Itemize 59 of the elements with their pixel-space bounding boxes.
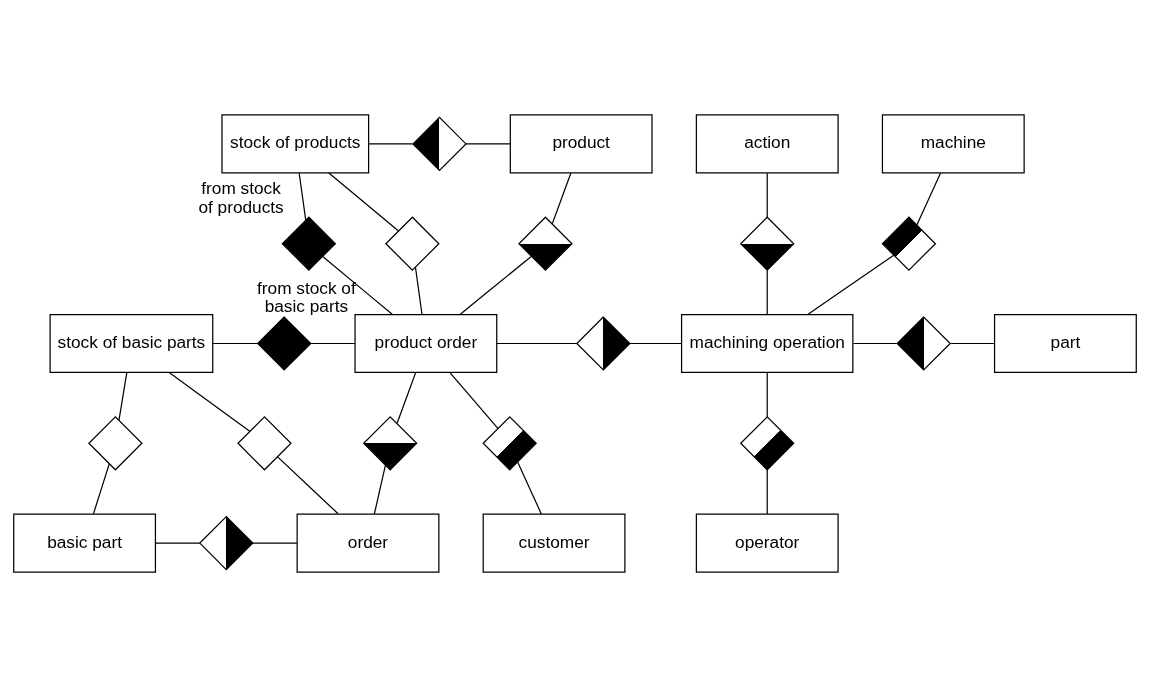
connector <box>277 455 339 514</box>
node-diamond <box>482 415 538 471</box>
connector <box>517 460 542 515</box>
connector <box>496 342 578 344</box>
node-diamond <box>576 315 631 371</box>
node-diamond <box>518 215 573 271</box>
node-diamond <box>256 315 312 371</box>
connector <box>807 254 895 315</box>
connector <box>551 172 572 224</box>
node-diamond <box>281 215 337 271</box>
node-box: basic part <box>13 513 157 573</box>
node-box: product <box>509 113 653 173</box>
node-diamond <box>198 515 254 570</box>
connector <box>118 371 128 421</box>
connector <box>298 172 307 221</box>
node-box: stock of products <box>221 113 370 173</box>
connector <box>328 171 399 231</box>
connector <box>168 371 251 432</box>
connector <box>766 269 768 315</box>
connector <box>373 464 387 514</box>
connector <box>852 342 898 344</box>
node-diamond <box>385 215 440 271</box>
node-label: from stock of products <box>198 177 284 217</box>
node-diamond <box>362 415 418 471</box>
node-label: from stock of basic parts <box>257 277 356 316</box>
node-diamond <box>739 215 795 271</box>
connector <box>465 142 511 144</box>
node-box: machine <box>881 113 1025 173</box>
connector <box>766 371 768 417</box>
connector <box>629 342 682 344</box>
connector <box>766 172 768 218</box>
node-diamond <box>88 415 143 471</box>
connector <box>449 371 499 429</box>
connector <box>92 462 110 514</box>
node-box: stock of basic parts <box>49 313 214 373</box>
node-box: action <box>695 113 839 173</box>
connector <box>949 342 995 344</box>
connector <box>414 266 423 315</box>
node-diamond <box>412 116 467 171</box>
node-diamond <box>896 315 952 371</box>
connector <box>322 255 394 315</box>
node-box: order <box>296 513 440 573</box>
node-diamond <box>881 215 937 271</box>
node-diamond <box>237 415 292 471</box>
connector <box>368 142 414 144</box>
connector <box>396 371 417 424</box>
node-box: operator <box>695 513 839 573</box>
connector <box>252 542 298 544</box>
node-box: customer <box>482 513 626 573</box>
connector <box>766 469 768 515</box>
connector <box>154 542 201 544</box>
node-box: machining operation <box>680 313 854 373</box>
connector <box>310 342 356 344</box>
node-box: product order <box>354 313 498 373</box>
node-diamond <box>739 415 795 471</box>
connector <box>212 342 259 344</box>
connector <box>916 172 942 225</box>
node-box: part <box>993 313 1137 373</box>
connector <box>459 255 532 315</box>
